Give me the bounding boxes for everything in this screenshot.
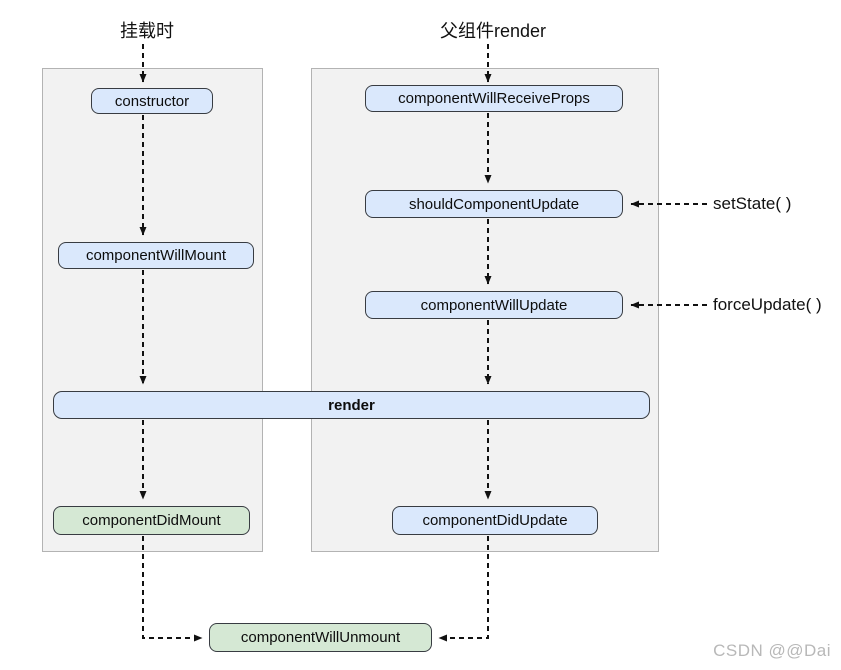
column-header-parent-render: 父组件render bbox=[439, 21, 547, 41]
node-component-did-mount: componentDidMount bbox=[53, 506, 250, 535]
node-should-component-update: shouldComponentUpdate bbox=[365, 190, 623, 218]
column-header-mounting: 挂载时 bbox=[120, 21, 174, 41]
node-constructor: constructor bbox=[91, 88, 213, 114]
node-component-will-receive-props: componentWillReceiveProps bbox=[365, 85, 623, 112]
mounting-phase-panel bbox=[42, 68, 263, 552]
label-set-state: setState( ) bbox=[713, 194, 792, 213]
node-component-will-update: componentWillUpdate bbox=[365, 291, 623, 319]
node-component-will-mount: componentWillMount bbox=[58, 242, 254, 269]
csdn-watermark: CSDN @@Dai bbox=[713, 641, 831, 660]
node-component-did-update: componentDidUpdate bbox=[392, 506, 598, 535]
label-force-update: forceUpdate( ) bbox=[713, 295, 822, 314]
node-component-will-unmount: componentWillUnmount bbox=[209, 623, 432, 652]
node-render: render bbox=[53, 391, 650, 419]
